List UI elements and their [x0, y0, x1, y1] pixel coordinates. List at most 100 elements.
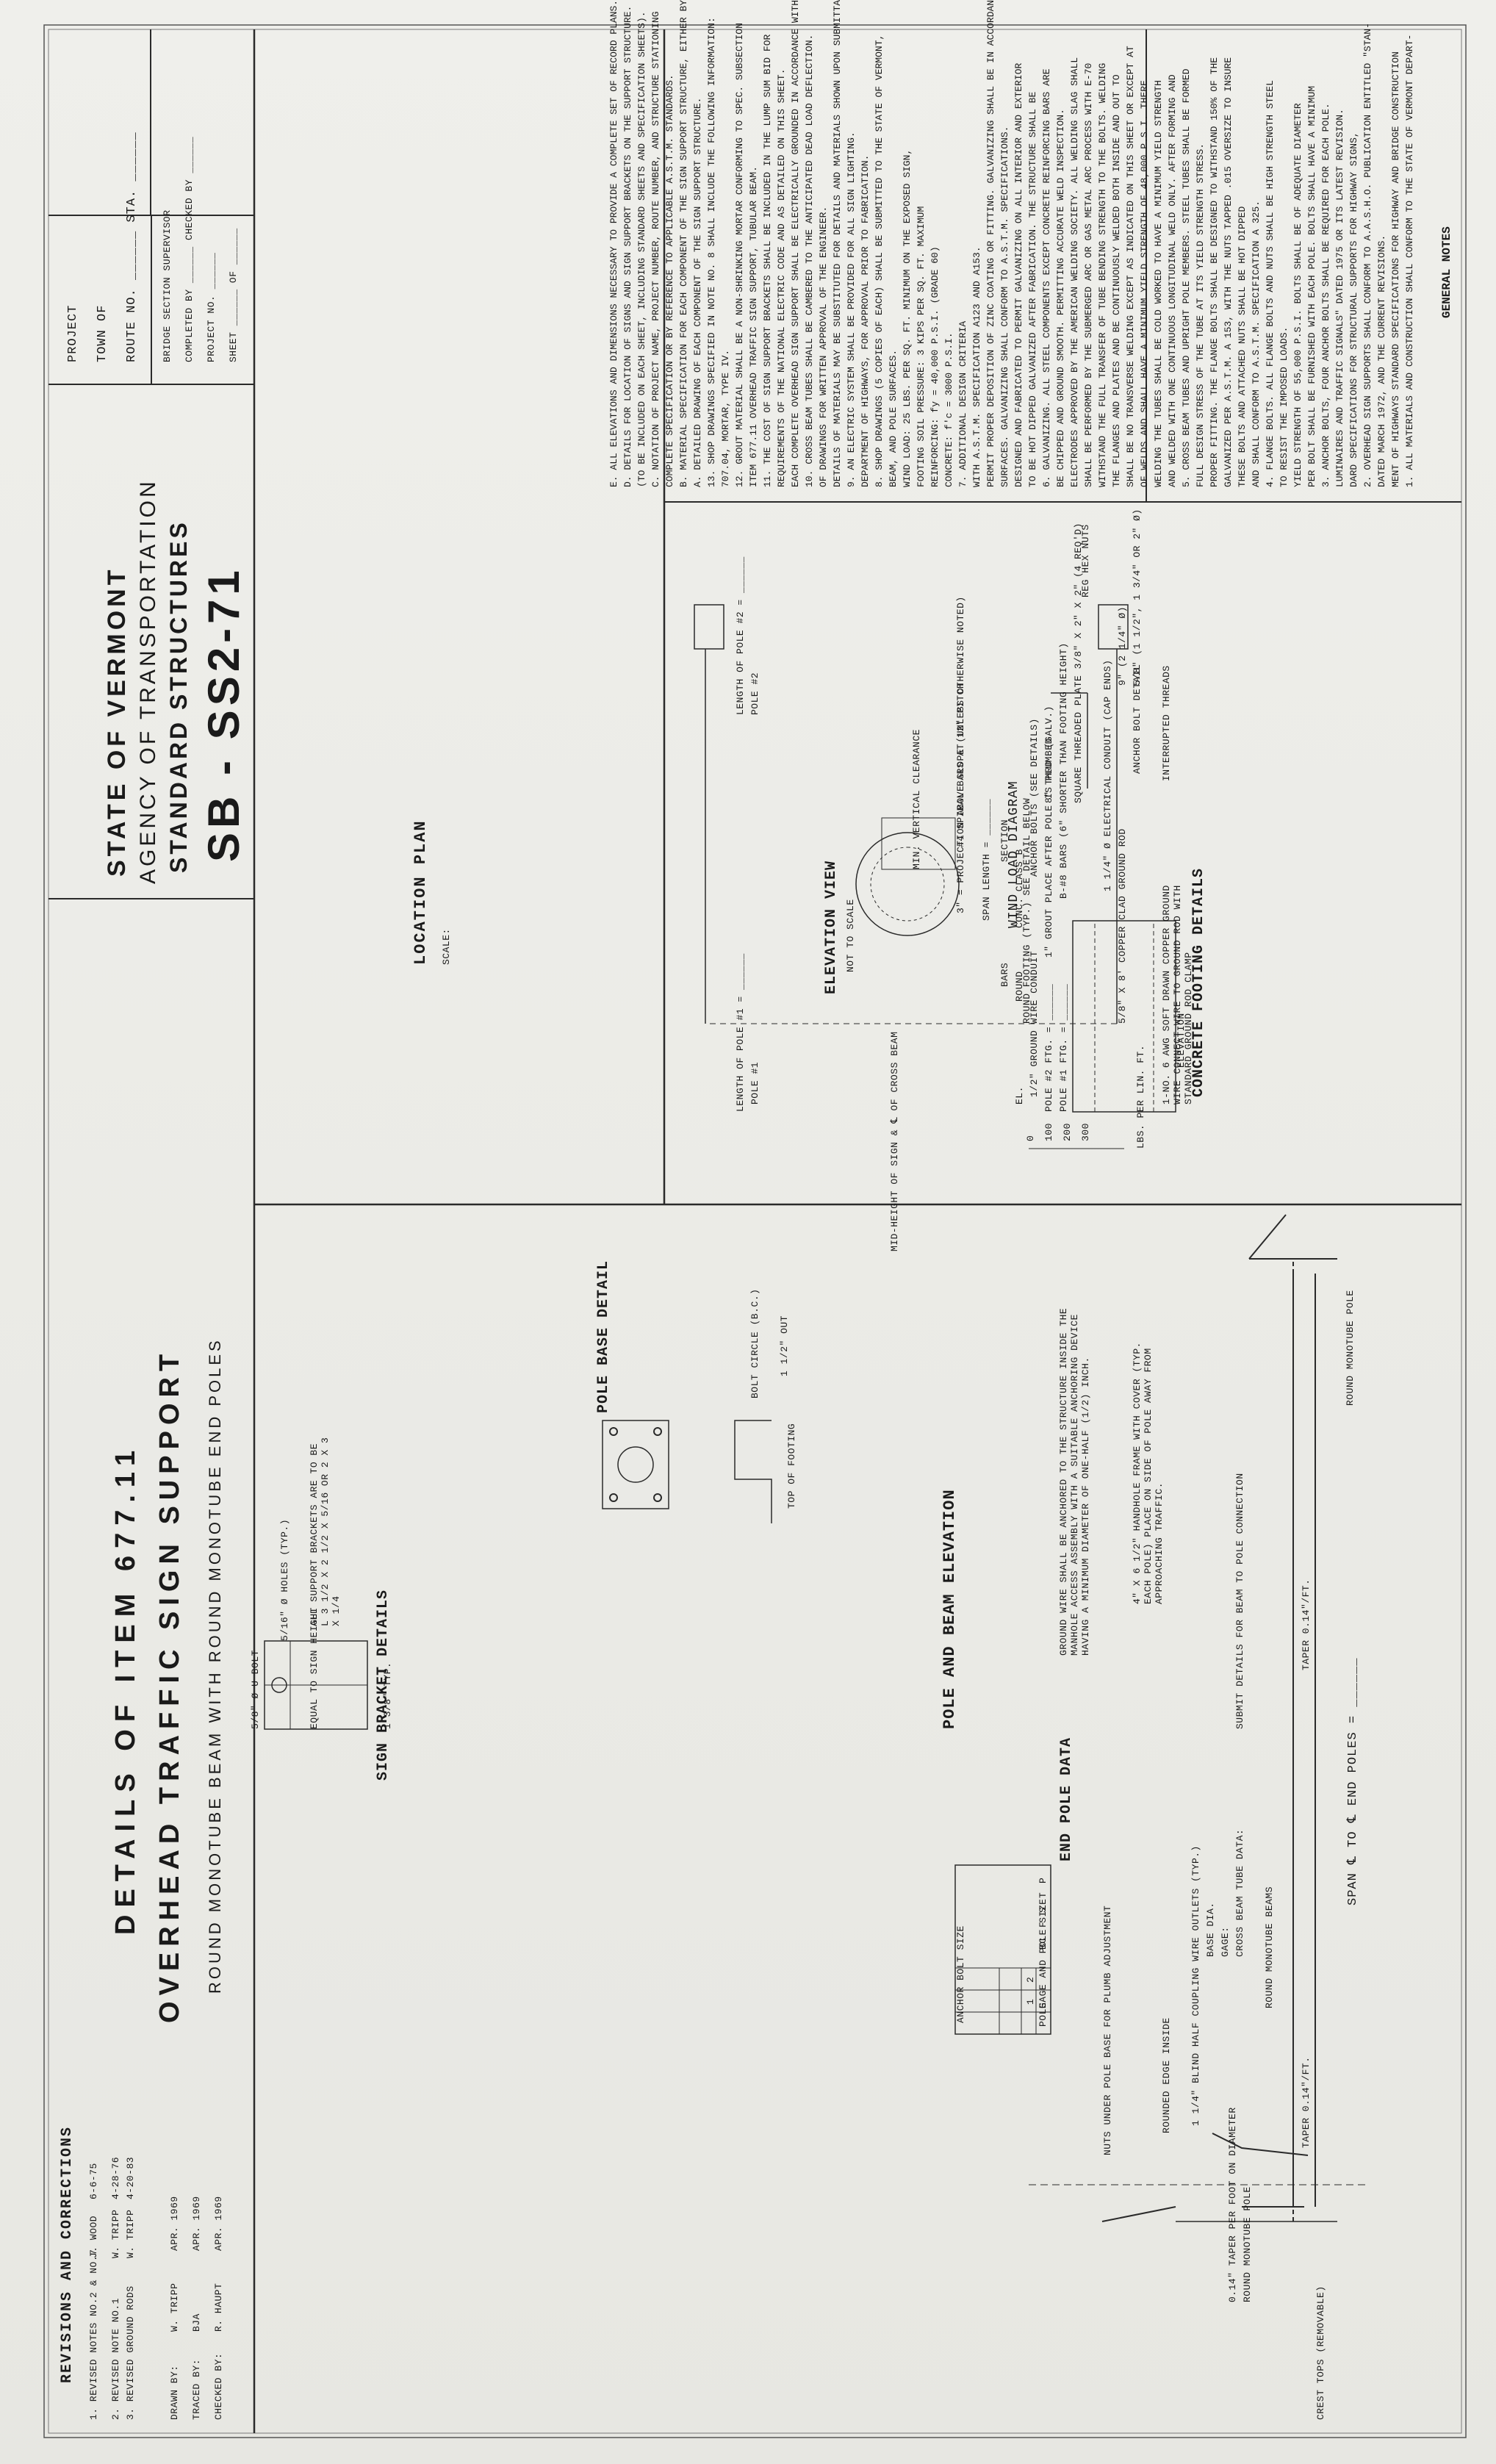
drawn-by: W. TRIPP	[169, 2282, 180, 2332]
note-line: 4. FLANGE BOLTS. ALL FLANGE BOLTS AND NU…	[1265, 80, 1276, 487]
note-line: SHALL BE NO TRANSVERSE WELDING EXCEPT AS…	[1125, 46, 1136, 487]
base-plate	[602, 1420, 669, 1509]
pole-taper	[1101, 2206, 1176, 2222]
footing-spiral: #4 SPIRAL BARS AT 12" PITCH	[955, 682, 966, 847]
end-pole-col-f: F	[1038, 1921, 1049, 1928]
revision-3-date: 4-20-83	[125, 2156, 136, 2199]
sheet-code: SB - SS2-71	[199, 566, 248, 862]
footing-section-label: SECTION	[999, 819, 1010, 862]
footing-bars-b: B-#8 BARS (6" SHORTER THAN FOOTING HEIGH…	[1058, 642, 1069, 899]
note-line: EACH COMPLETE OVERHEAD SIGN SUPPORT SHAL…	[790, 0, 801, 487]
note-line: DESIGNED AND FABRICATED TO PERMIT GALVAN…	[1013, 62, 1024, 487]
ground-wire-label: GROUND WIRE SHALL BE ANCHORED TO THE STR…	[1058, 1307, 1091, 1656]
base-bolt	[653, 1427, 662, 1436]
revision-1: 1. REVISED NOTES NO.2 & NO.7	[88, 2249, 99, 2420]
note-line: SURFACES. GALVANIZING SHALL CONFORM TO A…	[999, 126, 1010, 487]
gage-label: GAGE:	[1220, 1926, 1231, 1957]
submit-label: SUBMIT DETAILS FOR BEAM TO POLE CONNECTI…	[1234, 1473, 1245, 1729]
base-dia-label: BASE DIA.	[1205, 1902, 1216, 1957]
base-circle	[617, 1446, 654, 1483]
footing-ground-rod: 5/8" X 8' COPPER CLAD GROUND ROD	[1117, 828, 1128, 1024]
traced-date: APR. 1969	[191, 2196, 202, 2251]
bracket-bolt	[271, 1677, 287, 1693]
note-line: OF DRAWINGS FOR WRITTEN APPROVAL OF THE …	[818, 206, 829, 487]
revision-1-date: 6-6-75	[88, 2163, 99, 2199]
note-line: WELDING THE TUBES SHALL BE COLD WORKED T…	[1153, 80, 1164, 487]
note-line: DETAILS OF MATERIALS MAY BE SUBSTITUTED …	[832, 0, 843, 487]
wind-pole-2: POLE #2	[749, 672, 760, 715]
footing-ftg-2: POLE #2 FTG. = ______	[1043, 983, 1054, 1112]
coupling-lead	[1212, 2133, 1309, 2156]
footing-nuts: REG HEX NUTS	[1080, 524, 1091, 597]
note-line: PERMIT PROPER DEPOSITION OF ZINC COATING…	[985, 0, 996, 487]
project-no-label: PROJECT NO. ______	[206, 252, 217, 362]
footing-conc: CONC. CLASS B	[1014, 849, 1025, 928]
note-line: OF WELDS AND SHALL HAVE A MINIMUM YIELD …	[1139, 80, 1150, 487]
completed-label: COMPLETED BY ______ CHECKED BY ______	[184, 136, 195, 362]
drawn-date: APR. 1969	[169, 2196, 180, 2251]
note-line: THE FLANGES AND PLATES AND BE CONTINUOUS…	[1111, 74, 1122, 487]
note-line: 11. THE COST OF SIGN SUPPORT BRACKETS SH…	[762, 34, 773, 487]
note-line: WITHSTAND THE FULL TRANSFER OF TUBE BEND…	[1097, 62, 1108, 487]
checked-date: APR. 1969	[213, 2196, 224, 2251]
note-line: BE CHIPPED AND GROUND SMOOTH. PERMITTING…	[1055, 109, 1066, 487]
beams-label: ROUND MONOTUBE BEAMS	[1264, 1886, 1275, 2008]
note-line: D. DETAILS FOR LOCATION OF SIGNS AND SIG…	[622, 5, 633, 487]
cross-beam-label: CROSS BEAM TUBE DATA:	[1234, 1828, 1245, 1957]
footing-2	[694, 604, 724, 650]
notes-heading: GENERAL NOTES	[1440, 226, 1453, 318]
note-line: PROPER FITTING. THE FLANGE BOLTS SHALL B…	[1209, 57, 1220, 487]
agency-title: AGENCY OF TRANSPORTATION	[136, 478, 160, 884]
note-line: FULL DESIGN STRESS OF THE TUBE AT ITS YI…	[1195, 143, 1206, 487]
wind-tick-0: 0	[1025, 1135, 1036, 1141]
location-heading: LOCATION PLAN	[411, 819, 430, 965]
bracket-holes: 5/16" Ø HOLES (TYP.)	[279, 1518, 290, 1641]
traced-label: TRACED BY:	[191, 2358, 202, 2420]
note-line: ELECTRODES APPROVED BY THE AMERICAN WELD…	[1069, 57, 1080, 487]
drawn-label: DRAWN BY:	[169, 2365, 180, 2420]
wind-unit: LBS. PER LIN. FT.	[1135, 1044, 1146, 1149]
note-line: LUMINAIRES AND TRAFFIC SIGNALS" DATED 19…	[1334, 109, 1345, 487]
revision-3-by: W. TRIPP	[125, 2209, 136, 2258]
rounded-edge-label: ROUNDED EDGE INSIDE	[1161, 2017, 1172, 2133]
note-line: E. ALL ELEVATIONS AND DIMENSIONS NECESSA…	[608, 0, 619, 487]
footing-anchor-len: 5/8" (1 1/2", 1 3/4" OR 2" Ø)	[1132, 509, 1143, 686]
product-title: OVERHEAD TRAFFIC SIGN SUPPORT	[154, 1348, 185, 2023]
wind-span: SPAN LENGTH = ______	[981, 798, 992, 921]
taper-1: TAPER 0.14"/FT.	[1301, 2056, 1312, 2148]
structures-title: STANDARD STRUCTURES	[165, 520, 192, 873]
note-line: DATED MARCH 1972, AND THE CURRENT REVISI…	[1376, 234, 1387, 487]
note-line: 707.04, MORTAR, TYPE IV.	[720, 349, 731, 487]
note-line: MENT OF HIGHWAYS STANDARD SPECIFICATIONS…	[1390, 51, 1401, 487]
note-line: GALVANIZED PER A.S.T.M. A 153, WITH THE …	[1223, 57, 1234, 487]
footing-round: ROUND	[1014, 971, 1025, 1002]
checked-label: CHECKED BY:	[213, 2352, 224, 2420]
route-label: ROUTE NO. ______ STA. ______	[125, 132, 139, 362]
wind-len-1: LENGTH OF POLE #1 = ______	[735, 953, 746, 1112]
footing-1	[1098, 604, 1129, 650]
base-bolt	[653, 1493, 662, 1502]
revisions-heading: REVISIONS AND CORRECTIONS	[59, 2125, 76, 2383]
note-line: SHALL BE PERFORMED BY THE SUBMERGED ARC …	[1083, 62, 1094, 487]
note-line: TO RESIST THE IMPOSED LOADS.	[1279, 326, 1290, 487]
end-pole-col-s: S	[1038, 1906, 1049, 1913]
taper-note: 0.14" TAPER PER FOOT ON DIAMETER	[1227, 2107, 1238, 2302]
note-line: (TO BE INCLUDED ON EACH SHEET, INCLUDING…	[636, 11, 647, 487]
wind-tick-300: 300	[1080, 1123, 1091, 1141]
note-line: B. MATERIAL SPECIFICATION FOR EACH COMPO…	[678, 0, 689, 487]
footing-anchor-bolts: ANCHOR BOLTS (SEE DETAILS)	[1029, 718, 1040, 877]
note-line: A. DETAILED DRAWING OF EACH COMPONENT OF…	[692, 97, 703, 488]
footing-hook: 9" (2 1/4" Ø)	[1117, 606, 1128, 686]
end-pole-row-2: 2	[1025, 1976, 1036, 1983]
coupling-label: 1 1/4" BLIND HALF COUPLING WIRE OUTLETS …	[1190, 1845, 1201, 2126]
end-pole-col-t: T	[1038, 1892, 1049, 1898]
bridge-supervisor-label: BRIDGE SECTION SUPERVISOR	[162, 209, 173, 362]
bracket-ubolt: 5/8" Ø U BOLT	[250, 1650, 261, 1729]
note-line: AND WELDED WITH ONE CONTINUOUS LONGITUDI…	[1167, 74, 1178, 487]
footing-electrical: 1 1/4" Ø ELECTRICAL CONDUIT (CAP ENDS)	[1102, 659, 1113, 891]
checked-by: R. HAUPT	[213, 2282, 224, 2332]
end-pole-row-1: 1	[1025, 1998, 1036, 2005]
note-line: WIND LOAD: 25 LBS. PER SQ. FT. MINIMUM O…	[902, 148, 913, 487]
note-line: 8. SHOP DRAWINGS (5 COPIES OF EACH) SHAL…	[874, 34, 885, 487]
